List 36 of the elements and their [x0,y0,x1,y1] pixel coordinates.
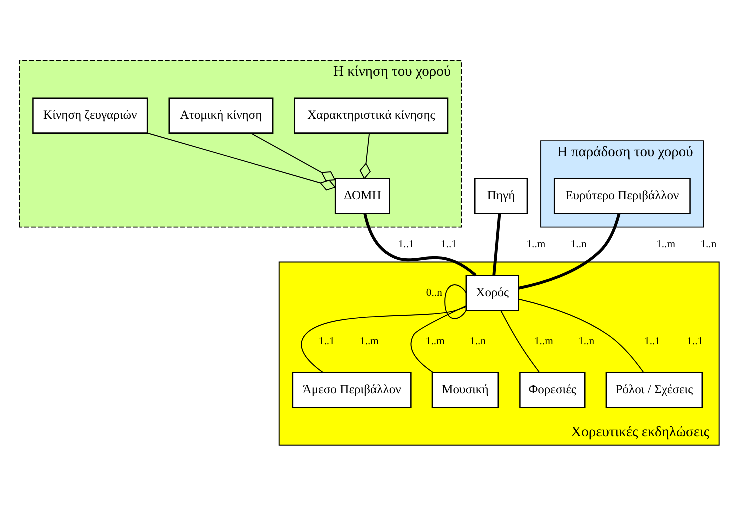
node-box: Κίνηση ζευγαριών [32,98,148,134]
connector [410,306,467,374]
label: 1..m [656,239,676,250]
node-box: ΔΟΜΗ [334,178,390,214]
connector [444,284,467,320]
node-box: Ευρύτερο Περιβάλλον [554,178,691,214]
label: 1..m [360,336,379,348]
label: 1..m [526,239,546,250]
node-box: Ρόλοι / Σχέσεις [606,372,704,408]
connector [360,133,371,180]
label: 1..1 [644,336,660,348]
connector [250,133,336,182]
label: 1..1 [687,336,704,348]
label: 1..m [534,336,554,348]
label: 1..n [578,336,595,348]
node-box: Φορεσιές [520,372,586,408]
node-box: Πηγή [474,178,528,214]
connector [492,214,502,276]
connector [147,132,336,191]
node-box: Ατομική κίνηση [168,98,274,134]
connector [518,298,644,374]
connector [500,310,540,373]
label: 1..n [700,239,717,250]
connector [301,306,467,374]
label: 1..m [426,336,445,348]
label: 1..n [470,336,486,348]
node-box: Άμεσο Περιβάλλον [292,372,412,408]
node-box: Χορός [466,275,520,312]
node-box: Χαρακτηριστικά κίνησης [294,98,449,134]
connector [364,214,477,277]
node-box: Μουσική [432,372,500,408]
label: 1..n [570,239,587,250]
label: 1..1 [440,239,457,250]
label: 1..1 [318,336,335,348]
label: 0..n [426,288,442,299]
label: 1..1 [398,239,414,250]
